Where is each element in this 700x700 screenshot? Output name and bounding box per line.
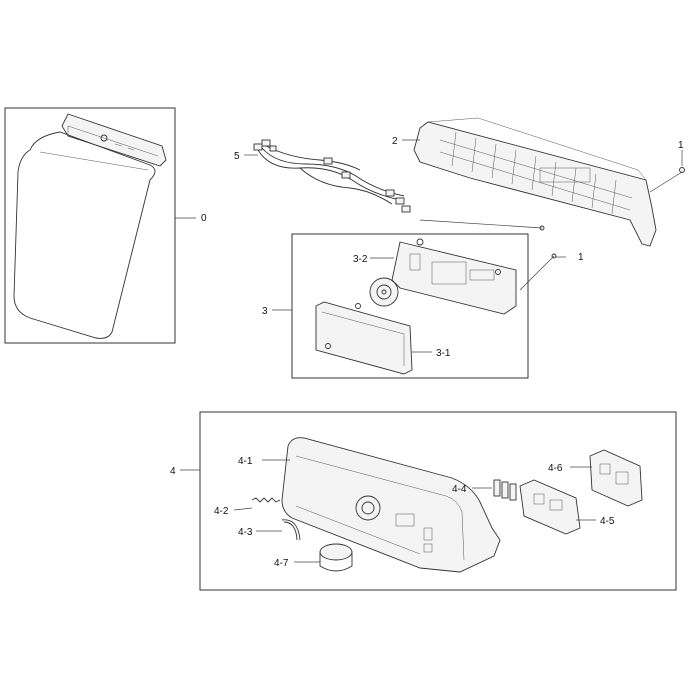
knob [319,543,353,561]
label-sub-pcb: 4-5 [600,516,615,527]
label-screw-top: 1 [678,140,684,151]
label-screw-mid: 1 [578,252,584,263]
lid-assembly: 0 [4,107,207,344]
label-harness: 5 [234,151,240,162]
pcb-group-frame [291,233,529,379]
label-buttons: 4-4 [452,484,467,495]
encoder-dial [369,277,399,307]
panel-frame-body [413,121,657,247]
label-pcb-group: 3 [262,306,268,317]
control-panel [281,437,501,573]
label-knob: 4-7 [274,558,289,569]
pcb-board [391,241,517,315]
label-control-panel: 4-1 [238,456,253,467]
wire-harness: 5 [234,139,411,213]
label-holder: 4-6 [548,463,563,474]
label-panel: 2 [392,136,398,147]
spring [251,497,281,503]
label-spring: 4-2 [214,506,229,517]
label-pcb: 3-2 [353,254,368,265]
lid-frame [4,107,176,344]
label-lid: 0 [201,213,207,224]
label-pcb-cover: 3-1 [436,348,451,359]
pcb-cover [315,301,413,375]
button-set [493,479,517,501]
pcb-assembly: 1 3-2 3-1 3 [262,219,584,379]
ring [281,519,301,541]
label-ring: 4-3 [238,527,253,538]
screw-top: 1 [649,140,685,193]
control-panel-frame: 2 [392,117,657,247]
lid-panel [13,131,156,339]
label-control-group: 4 [170,466,176,477]
control-group-frame [199,411,677,591]
control-assembly: 4-1 4-2 4-3 4-7 4-4 4-5 4-6 [170,411,677,591]
